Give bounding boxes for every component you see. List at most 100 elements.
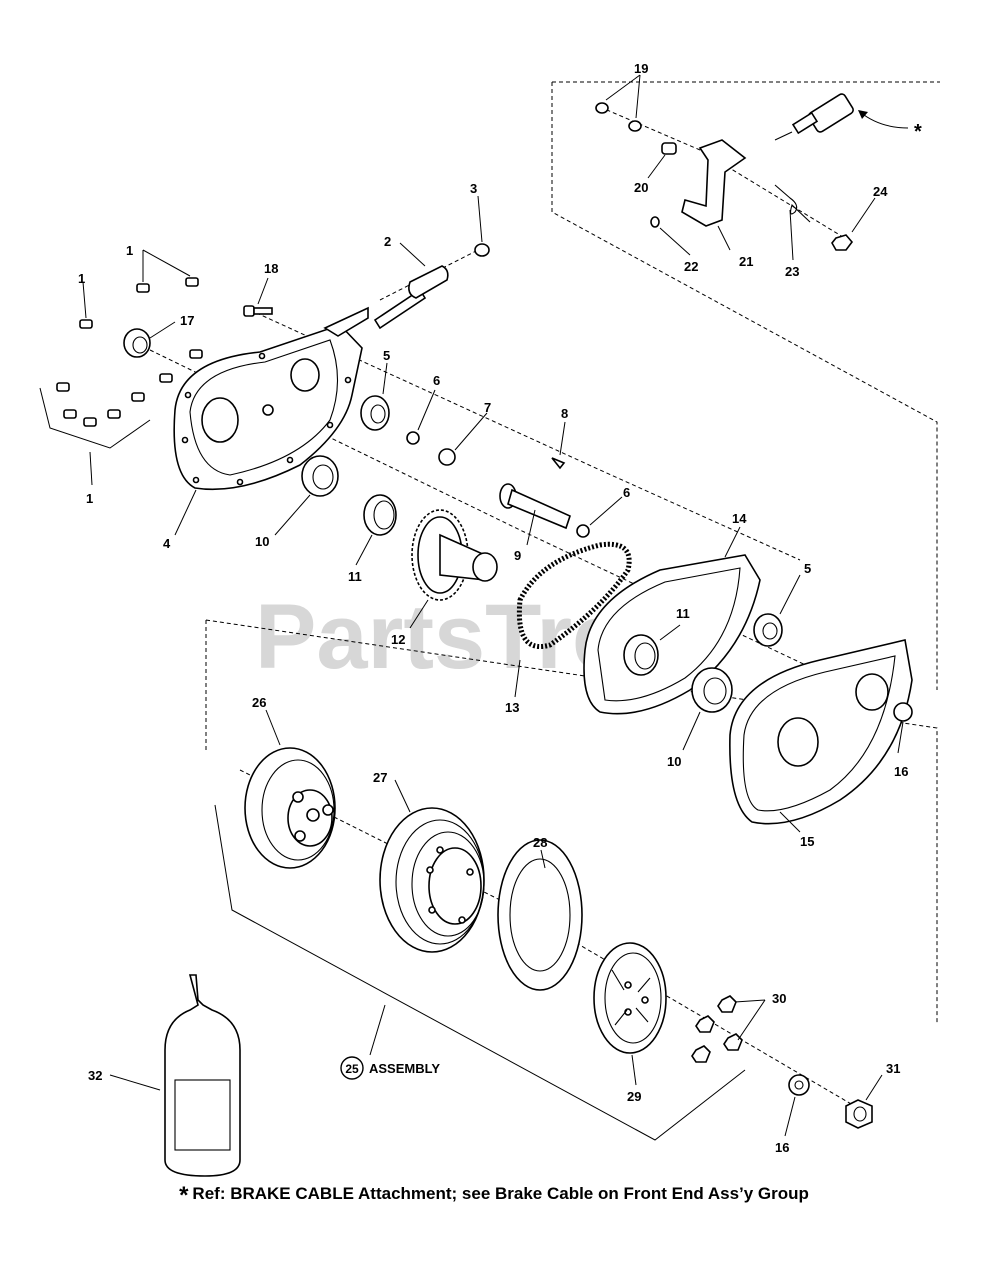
label-5-upper: 5 <box>383 348 390 363</box>
label-18: 18 <box>264 261 278 276</box>
assembly-callout-25: 25 ASSEMBLY <box>340 1056 440 1080</box>
label-31: 31 <box>886 1061 900 1076</box>
lubricant-bottle-32 <box>164 974 241 1177</box>
bushing-11-left <box>363 494 397 536</box>
cover-bolts-1 <box>56 277 203 427</box>
label-12: 12 <box>391 632 405 647</box>
seal-10-right <box>691 667 733 713</box>
footnote: *Ref: BRAKE CABLE Attachment; see Brake … <box>0 1182 988 1210</box>
label-21: 21 <box>739 254 753 269</box>
bushing-20 <box>661 142 677 155</box>
label-5-lower: 5 <box>804 561 811 576</box>
label-1-left: 1 <box>78 271 85 286</box>
lower-axis-line <box>239 769 871 1116</box>
friction-disc-28 <box>497 839 583 991</box>
label-star: * <box>914 121 922 143</box>
bolt-18 <box>243 305 273 317</box>
assembly-number: 25 <box>345 1062 359 1076</box>
assembly-text: ASSEMBLY <box>369 1061 440 1076</box>
nuts-30 <box>691 995 743 1063</box>
label-1-bottom: 1 <box>86 491 93 506</box>
label-4: 4 <box>163 536 171 551</box>
spring-23 <box>774 184 811 223</box>
sleeve-2 <box>408 265 449 299</box>
bearing-5-upper <box>360 395 390 431</box>
label-8: 8 <box>561 406 568 421</box>
label-24: 24 <box>873 184 888 199</box>
label-16-lower: 16 <box>775 1140 789 1155</box>
washer-6-upper <box>406 431 420 445</box>
bearing-5-lower <box>753 613 783 647</box>
label-3: 3 <box>470 181 477 196</box>
label-28: 28 <box>533 835 547 850</box>
washer-7 <box>438 448 456 466</box>
label-13: 13 <box>505 700 519 715</box>
brake-group-boundary <box>551 82 938 690</box>
washer-16-upper <box>893 702 913 722</box>
sprocket-12 <box>411 509 498 601</box>
cover-hole-lower <box>201 397 239 443</box>
brake-cable-end <box>774 93 854 141</box>
label-19: 19 <box>634 61 648 76</box>
cover-hole-large <box>777 717 819 767</box>
main-axis-line <box>149 349 906 713</box>
label-32: 32 <box>88 1068 102 1083</box>
cover-hole-small <box>855 673 889 711</box>
brake-bracket-21 <box>681 139 747 227</box>
drum-26 <box>244 747 336 869</box>
label-10-right: 10 <box>667 754 681 769</box>
label-11-left: 11 <box>348 569 362 584</box>
part-labels: 1 1 1 2 3 4 5 5 6 6 7 8 9 10 10 11 11 12… <box>78 61 922 1155</box>
key-8 <box>551 457 566 470</box>
seal-10-left <box>301 455 339 497</box>
label-15: 15 <box>800 834 814 849</box>
label-17: 17 <box>180 313 194 328</box>
label-9: 9 <box>514 548 521 563</box>
label-30: 30 <box>772 991 786 1006</box>
shaft-axis-line <box>379 249 479 301</box>
upper-axis-line <box>249 309 801 561</box>
washer-19a <box>595 102 609 114</box>
cover-hole-upper <box>290 358 320 392</box>
shaft-assembly <box>373 243 490 330</box>
brake-lever-assembly <box>595 93 854 251</box>
label-11-right: 11 <box>676 606 690 621</box>
label-14: 14 <box>732 511 747 526</box>
footnote-text: Ref: BRAKE CABLE Attachment; see Brake C… <box>192 1184 809 1203</box>
washer-6-lower <box>576 524 590 538</box>
shaft <box>373 288 427 330</box>
assembly-bracket <box>214 804 746 1141</box>
washer-19b <box>628 120 642 132</box>
label-20: 20 <box>634 180 648 195</box>
gear-shaft-9 <box>499 483 571 530</box>
clutch-group-boundary <box>205 619 938 1025</box>
drive-chain-13 <box>516 541 632 649</box>
label-10-left: 10 <box>255 534 269 549</box>
label-2: 2 <box>384 234 391 249</box>
label-16-upper: 16 <box>894 764 908 779</box>
bushing-11-right <box>623 634 659 676</box>
lock-nut-31 <box>845 1099 873 1129</box>
label-6-upper: 6 <box>433 373 440 388</box>
plug-17 <box>123 328 151 358</box>
ring-3 <box>474 243 490 257</box>
footnote-star: * <box>179 1182 189 1209</box>
leader-lines <box>39 74 909 1137</box>
label-26: 26 <box>252 695 266 710</box>
label-1-top: 1 <box>126 243 133 258</box>
washer-22 <box>650 216 660 228</box>
label-7: 7 <box>484 400 491 415</box>
label-27: 27 <box>373 770 387 785</box>
pulley-27 <box>379 807 485 953</box>
washer-16-lower <box>788 1074 810 1096</box>
pressure-plate-29 <box>593 942 667 1054</box>
label-6-lower: 6 <box>623 485 630 500</box>
right-cover-plate-15 <box>729 639 913 825</box>
label-23: 23 <box>785 264 799 279</box>
label-22: 22 <box>684 259 698 274</box>
gasket-14 <box>583 554 761 715</box>
label-29: 29 <box>627 1089 641 1104</box>
nut-24 <box>831 234 854 251</box>
assembly-circle <box>340 1056 364 1080</box>
